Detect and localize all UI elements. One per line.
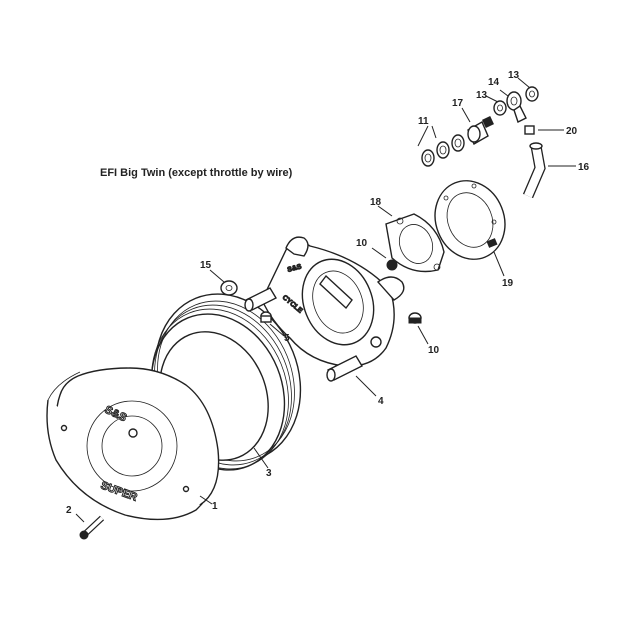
banjo-fitting [506, 91, 527, 123]
washer-outer [525, 86, 539, 102]
backplate-text-a: S&S [287, 263, 303, 274]
breather-fitting [467, 116, 494, 145]
throttle-body-adapter [434, 180, 506, 260]
spacer-upper [386, 259, 398, 271]
hose-clamp [524, 125, 535, 135]
callout-labels: 1 2 3 4 5 10 10 11 13 13 14 15 16 17 18 … [66, 70, 590, 516]
callout-18: 18 [370, 197, 382, 208]
callout-4: 4 [378, 396, 384, 407]
backing-plate: S&S CYCLE [244, 236, 405, 382]
cover-screw [79, 515, 105, 540]
callout-15: 15 [200, 260, 212, 271]
callout-11: 11 [418, 116, 429, 127]
callout-2: 2 [66, 505, 72, 516]
o-ring-set [421, 134, 465, 167]
diagram-title: EFI Big Twin (except throttle by wire) [100, 167, 293, 179]
callout-20: 20 [566, 126, 578, 137]
spacer-lower [408, 312, 422, 324]
callout-13-outer: 13 [508, 70, 520, 81]
callout-3: 3 [266, 468, 272, 479]
callout-10-upper: 10 [356, 238, 368, 249]
callout-13-inner: 13 [476, 90, 488, 101]
breather-stud [260, 311, 272, 323]
callout-17: 17 [452, 98, 464, 109]
leader-lines [75, 77, 576, 523]
callout-19: 19 [502, 278, 514, 289]
callout-5: 5 [284, 333, 290, 344]
callout-10-lower: 10 [428, 345, 440, 356]
backplate-gasket [385, 213, 445, 273]
air-cleaner-cover: S&S SUPER [46, 367, 220, 521]
callout-1: 1 [212, 501, 218, 512]
callout-14: 14 [488, 77, 500, 88]
callout-16: 16 [578, 162, 590, 173]
cap-nut [220, 280, 238, 296]
washer-inner [493, 100, 507, 116]
breather-hose [522, 142, 546, 199]
